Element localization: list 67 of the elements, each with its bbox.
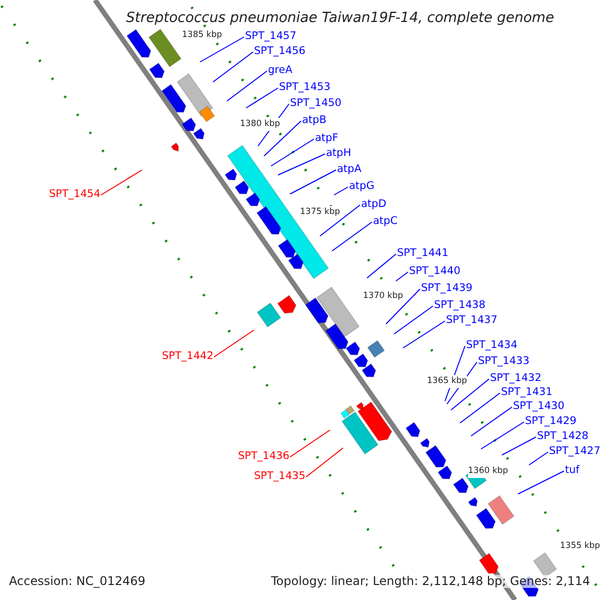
scale-label: 1355 kbp [560,540,600,553]
gene-label: SPT_1450 [290,97,342,110]
leader-line [270,138,314,166]
gene-label: atpA [337,163,362,176]
leader-line [460,392,500,424]
gene-label: SPT_1453 [279,81,330,94]
leader-line [470,406,512,436]
gene-label: atpF [315,132,338,145]
gene-label: SPT_1429 [525,415,576,428]
leader-line [226,70,268,102]
gene-label: SPT_1435 [254,470,306,483]
gene-label: SPT_1437 [446,314,498,327]
leader-line [100,170,142,196]
leader-line [212,52,254,82]
gene-label: SPT_1440 [409,265,460,278]
gene-label: SPT_1431 [501,386,552,399]
gene-label: SPT_1436 [238,450,290,463]
gene-label: SPT_1427 [549,445,600,458]
gene-label: SPT_1441 [397,247,448,260]
leader-line [402,320,446,348]
gene-label: SPT_1430 [513,400,564,413]
leader-line [480,422,524,450]
gene-label: SPT_1454 [49,188,100,201]
genome-info-text: Topology: linear; Length: 2,112,148 bp; Genes: 2,114 [271,575,590,588]
leader-line [200,36,244,62]
gene-label: SPT_1433 [478,355,530,368]
gene-label: atpB [302,114,326,127]
gene-label: SPT_1456 [254,45,306,58]
gene-label: greA [268,64,292,77]
leader-line [394,306,434,334]
leader-line [450,378,490,410]
scale-label: 1370 kbp [363,290,404,303]
accession-text: Accession: NC_012469 [9,575,146,588]
gene-label: SPT_1434 [466,339,518,352]
gene-label: SPT_1432 [490,372,542,385]
leader-line [290,170,336,194]
gene-label: SPT_1439 [421,282,472,295]
gene-label: atpH [326,147,352,160]
title: Streptococcus pneumoniae Taiwan19F-14, complete genome [126,9,554,27]
scale-label: 1375 kbp [300,206,340,219]
gene-label: SPT_1438 [434,299,486,312]
leader-line [264,120,302,156]
gene-label: atpG [349,180,374,193]
gene-label: atpD [361,198,386,211]
scale-label: 1385 kbp [182,29,222,42]
leader-line [278,154,326,176]
leader-line [246,88,278,108]
gene-label: SPT_1457 [245,30,296,43]
leader-line [290,430,330,458]
gene-label: tuf [565,464,580,477]
leader-line [366,254,396,278]
leader-line [396,272,408,282]
leader-line [386,288,420,324]
leader-line [518,470,564,494]
gene-label: SPT_1428 [537,430,588,443]
leader-line [320,204,360,236]
scale-label: 1365 kbp [427,375,468,388]
scale-label: 1360 kbp [468,465,508,478]
leader-line [332,222,372,252]
leader-line [334,186,348,196]
leader-line [306,448,344,478]
scale-label: 1380 kbp [240,118,280,131]
leader-line [502,436,536,456]
gene-label: atpC [373,215,398,228]
leader-line [528,452,548,466]
gene-label: SPT_1442 [162,350,214,363]
leader-line [214,330,254,358]
